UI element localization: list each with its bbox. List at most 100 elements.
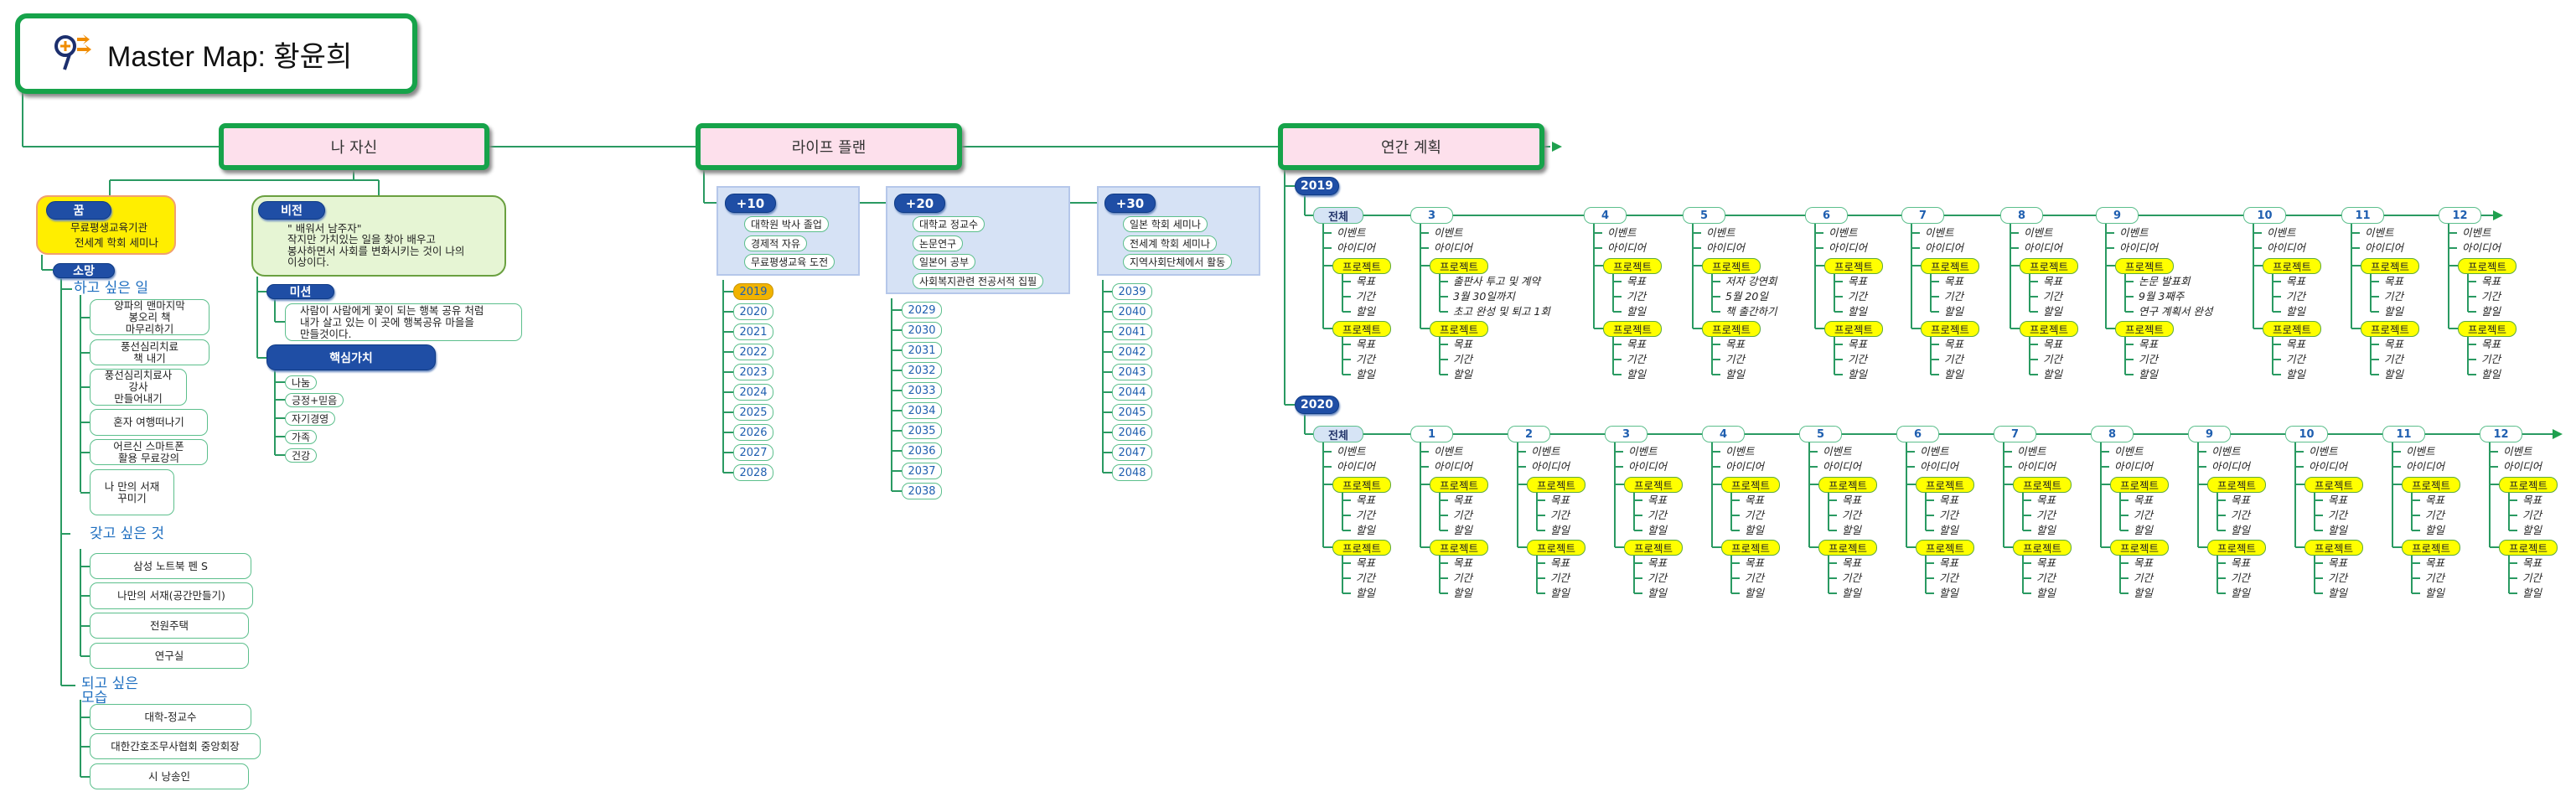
project-detail[interactable]: 목표: [2522, 556, 2542, 569]
year-node[interactable]: 2046: [1112, 424, 1152, 441]
project-detail[interactable]: 기간: [1848, 290, 1868, 303]
project-detail[interactable]: 기간: [2522, 509, 2542, 521]
project-detail[interactable]: 할일: [1453, 368, 1473, 380]
project-detail[interactable]: 기간: [1648, 509, 1668, 521]
project-detail[interactable]: 할일: [2134, 524, 2154, 536]
project-node[interactable]: 프로젝트: [2207, 540, 2266, 556]
month-node[interactable]: 5: [1683, 207, 1725, 224]
idea-item[interactable]: 아이디어: [2024, 241, 2063, 254]
project-detail[interactable]: 목표: [1356, 338, 1376, 350]
project-detail[interactable]: 기간: [2286, 290, 2306, 303]
have-item[interactable]: 나만의 서재(공간만들기): [90, 582, 253, 609]
idea-item[interactable]: 아이디어: [1434, 460, 1473, 473]
dream-label[interactable]: 꿈: [46, 201, 111, 220]
project-detail[interactable]: 책 출간하기: [1725, 305, 1777, 318]
project-node[interactable]: 프로젝트: [1824, 321, 1883, 337]
project-node[interactable]: 프로젝트: [1916, 477, 1974, 493]
idea-item[interactable]: 아이디어: [1531, 460, 1570, 473]
project-detail[interactable]: 할일: [1648, 587, 1668, 599]
year-node[interactable]: 2028: [733, 464, 773, 481]
topic-self[interactable]: 나 자신: [219, 123, 489, 170]
project-detail[interactable]: 기간: [1356, 290, 1376, 303]
project-detail[interactable]: 목표: [2139, 338, 2159, 350]
month-node[interactable]: 11: [2382, 426, 2425, 442]
idea-item[interactable]: 아이디어: [2503, 460, 2542, 473]
month-node[interactable]: 10: [2285, 426, 2328, 442]
month-node[interactable]: 1: [1410, 426, 1453, 442]
year-node[interactable]: 2029: [902, 302, 942, 318]
project-detail[interactable]: 할일: [2481, 305, 2501, 318]
month-node[interactable]: 5: [1799, 426, 1842, 442]
year-node[interactable]: 2034: [902, 402, 942, 419]
topic-annual-plan[interactable]: 연간 계획: [1278, 123, 1544, 170]
year-node[interactable]: 2037: [902, 463, 942, 479]
project-detail[interactable]: 목표: [1627, 338, 1647, 350]
project-detail[interactable]: 기간: [1725, 353, 1746, 365]
project-detail[interactable]: 기간: [2425, 572, 2445, 584]
project-node[interactable]: 프로젝트: [1430, 258, 1488, 274]
have-item[interactable]: 전원주택: [90, 613, 249, 639]
project-detail[interactable]: 기간: [1848, 353, 1868, 365]
project-detail[interactable]: 할일: [1939, 587, 1959, 599]
project-node[interactable]: 프로젝트: [2304, 540, 2363, 556]
year-label[interactable]: 2020: [1295, 396, 1339, 414]
project-node[interactable]: 프로젝트: [2263, 258, 2321, 274]
project-node[interactable]: 프로젝트: [2361, 321, 2419, 337]
project-node[interactable]: 프로젝트: [1332, 258, 1391, 274]
project-detail[interactable]: 논문 발표회: [2139, 275, 2191, 287]
life-plan-goal[interactable]: 무료평생교육 도전: [744, 254, 835, 270]
project-detail[interactable]: 9월 3째주: [2139, 290, 2185, 303]
project-detail[interactable]: 할일: [1848, 368, 1868, 380]
project-detail[interactable]: 할일: [2328, 587, 2348, 599]
project-detail[interactable]: 목표: [1848, 338, 1868, 350]
mission-text[interactable]: 사람이 사람에게 꽃이 되는 행복 공유 처럼 내가 살고 있는 이 곳에 행복…: [285, 303, 522, 341]
month-node[interactable]: 12: [2439, 207, 2481, 224]
project-detail[interactable]: 연구 계획서 완성: [2139, 305, 2213, 318]
month-node[interactable]: 6: [1896, 426, 1939, 442]
project-detail[interactable]: 기간: [1944, 290, 1964, 303]
project-node[interactable]: 프로젝트: [1430, 321, 1488, 337]
project-node[interactable]: 프로젝트: [2207, 477, 2266, 493]
idea-item[interactable]: 아이디어: [2309, 460, 2348, 473]
project-node[interactable]: 프로젝트: [1921, 258, 1979, 274]
have-heading[interactable]: 갖고 싶은 것: [90, 525, 165, 542]
project-node[interactable]: 프로젝트: [1430, 477, 1488, 493]
event-item[interactable]: 이벤트: [2503, 445, 2532, 458]
year-node[interactable]: 2030: [902, 322, 942, 339]
life-plan-goal[interactable]: 일본 학회 세미나: [1123, 216, 1208, 232]
project-detail[interactable]: 기간: [1453, 353, 1473, 365]
year-node[interactable]: 2043: [1112, 364, 1152, 380]
year-node[interactable]: 2048: [1112, 464, 1152, 481]
idea-item[interactable]: 아이디어: [1925, 241, 1964, 254]
project-node[interactable]: 프로젝트: [1721, 477, 1780, 493]
project-node[interactable]: 프로젝트: [2110, 540, 2169, 556]
event-item[interactable]: 이벤트: [1925, 226, 1954, 239]
project-detail[interactable]: 목표: [1939, 494, 1959, 506]
project-node[interactable]: 프로젝트: [2013, 540, 2072, 556]
todo-item[interactable]: 풍선심리치료 책 내기: [90, 339, 209, 365]
project-detail[interactable]: 할일: [1453, 587, 1473, 599]
idea-item[interactable]: 아이디어: [2017, 460, 2056, 473]
year-node[interactable]: 2019: [733, 283, 773, 300]
project-detail[interactable]: 할일: [1939, 524, 1959, 536]
project-detail[interactable]: 초고 완성 및 퇴고 1회: [1453, 305, 1550, 318]
life-plan-goal[interactable]: 경제적 자유: [744, 235, 808, 251]
event-item[interactable]: 이벤트: [1829, 226, 1858, 239]
project-detail[interactable]: 할일: [1745, 587, 1765, 599]
life-plan-goal[interactable]: 논문연구: [913, 235, 964, 251]
month-node[interactable]: 12: [2480, 426, 2522, 442]
project-detail[interactable]: 기간: [1356, 509, 1376, 521]
year-node[interactable]: 2025: [733, 404, 773, 421]
project-detail[interactable]: 목표: [2231, 556, 2251, 569]
event-item[interactable]: 이벤트: [1706, 226, 1735, 239]
project-node[interactable]: 프로젝트: [1624, 540, 1683, 556]
project-detail[interactable]: 목표: [1453, 338, 1473, 350]
project-detail[interactable]: 할일: [2231, 587, 2251, 599]
project-node[interactable]: 프로젝트: [2115, 321, 2174, 337]
year-node[interactable]: 2032: [902, 362, 942, 379]
project-detail[interactable]: 할일: [2036, 587, 2056, 599]
project-node[interactable]: 프로젝트: [1603, 321, 1662, 337]
project-node[interactable]: 프로젝트: [2361, 258, 2419, 274]
be-item[interactable]: 대한간호조무사협회 중앙회장: [90, 733, 261, 759]
project-node[interactable]: 프로젝트: [2110, 477, 2169, 493]
